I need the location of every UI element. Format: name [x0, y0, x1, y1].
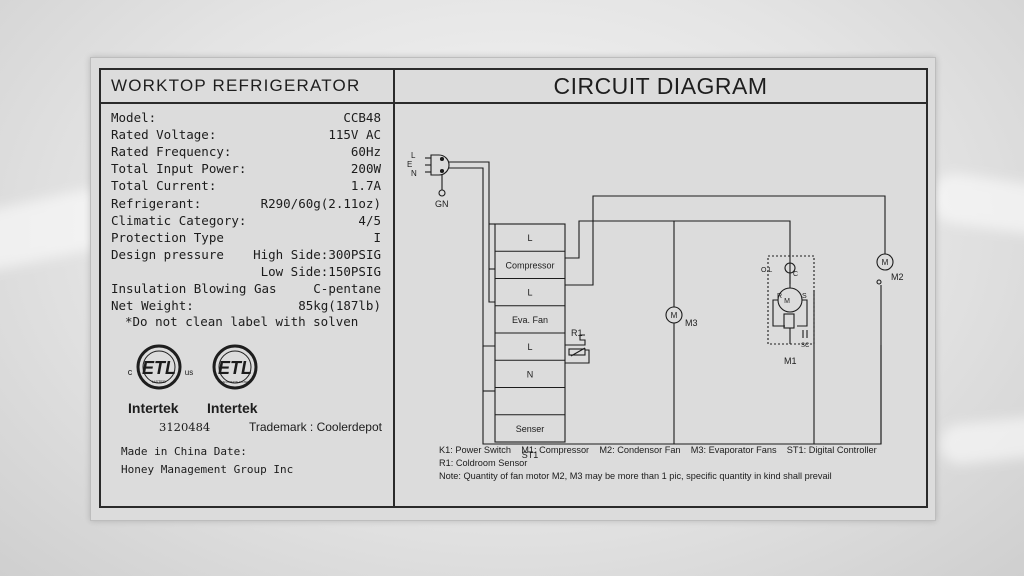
m2-label: M2 — [891, 272, 904, 282]
plug-e: E — [407, 160, 412, 169]
m3-symbol: M — [671, 311, 678, 320]
etl-listed-text: LISTED — [152, 379, 166, 384]
m3-label: M3 — [685, 318, 698, 328]
spec-row: Insulation Blowing Gas C-pentane — [101, 281, 393, 297]
spec-row: Model: CCB48 — [101, 110, 393, 126]
spec-row: Protection Type I — [101, 230, 393, 246]
spec-value: C-pentane — [313, 281, 381, 296]
spec-row: Total Input Power: 200W — [101, 161, 393, 177]
warning-note: *Do not clean label with solven — [125, 314, 359, 329]
product-title: WORKTOP REFRIGERATOR — [101, 70, 393, 104]
spec-row: Net Weight: 85kg(187lb) — [101, 298, 393, 314]
spec-label: Protection Type — [111, 229, 224, 245]
spec-row: Low Side:150PSIG — [101, 264, 393, 280]
spec-value: High Side:300PSIG — [253, 246, 381, 262]
spec-row: Total Current: 1.7A — [101, 178, 393, 194]
spec-value: I — [373, 229, 381, 245]
etl-mark-2: ETL — [218, 358, 252, 378]
legend-k1: K1: Power Switch — [439, 445, 511, 455]
etl-sanitation-text: SANITATION LISTED — [221, 380, 251, 384]
spec-value: 60Hz — [350, 144, 381, 160]
spec-value: 85kg(187lb) — [298, 298, 381, 314]
cert-number: 3120484 — [159, 420, 211, 434]
etl-logo: ETL LISTED c us — [119, 344, 199, 398]
controller-terminal-label: Senser — [516, 424, 545, 434]
s-label: S — [802, 293, 807, 300]
legend-m1: M1: Compressor — [521, 445, 590, 455]
controller-terminal-label: Compressor — [505, 260, 554, 270]
legend-m3: M3: Evaporator Fans — [690, 445, 777, 455]
spec-label: Refrigerant: — [111, 195, 202, 211]
spec-row: Climatic Category: 4/5 — [101, 213, 393, 229]
m2-symbol: M — [882, 258, 889, 267]
background-glare — [938, 413, 1024, 467]
legend-line-2: R1: Coldroom Sensor — [439, 458, 528, 468]
trademark: Trademark : Coolerdepot — [249, 420, 382, 434]
spec-label: Design pressure — [111, 246, 224, 262]
background-glare — [927, 170, 1024, 240]
spec-label: Model: — [111, 110, 157, 125]
power-plug — [425, 154, 450, 197]
etl-us: us — [185, 368, 193, 377]
controller-terminal-label: L — [527, 233, 532, 243]
c-label: C — [793, 271, 798, 278]
spec-row: Design pressure High Side:300PSIG — [101, 247, 393, 263]
condenser-fan-motor — [876, 253, 894, 271]
m1-symbol: M — [784, 298, 790, 305]
r-label: R — [777, 293, 782, 300]
diagram-panel: CIRCUIT DIAGRAM L E — [395, 70, 926, 506]
spec-label: Climatic Category: — [111, 212, 247, 228]
spec-value: 4/5 — [358, 212, 381, 228]
spec-row: Refrigerant: R290/60g(2.11oz) — [101, 196, 393, 212]
spec-row: Rated Frequency: 60Hz — [101, 144, 393, 160]
controller-terminal-label: L — [527, 342, 532, 352]
intertek-brand-1: Intertek — [128, 400, 179, 416]
plug-n: N — [411, 169, 417, 178]
plug-gn: GN — [435, 199, 449, 209]
etl-mark: ETL — [142, 358, 176, 378]
controller-terminal-label: L — [527, 288, 532, 298]
compressor-motor — [767, 255, 815, 345]
etl-sanitation-logo: ETL SANITATION LISTED — [205, 344, 265, 398]
spec-row: Rated Voltage: 115V AC — [101, 127, 393, 143]
m1-label: M1 — [784, 356, 797, 366]
coldroom-sensor — [565, 334, 590, 364]
company-name: Honey Management Group Inc — [121, 463, 294, 476]
sensor-label: R1 — [571, 328, 583, 338]
spec-value: 1.7A — [350, 178, 381, 194]
spec-label: Rated Voltage: — [111, 127, 217, 143]
intertek-brand-2: Intertek — [207, 400, 258, 416]
controller-terminal-label: Eva. Fan — [512, 315, 548, 325]
controller-terminal-label: N — [527, 369, 534, 379]
spec-label: Insulation Blowing Gas — [111, 281, 277, 296]
spec-label: Net Weight: — [111, 298, 194, 314]
legend-note: Note: Quantity of fan motor M2, M3 may b… — [439, 471, 832, 481]
spec-label: Total Input Power: — [111, 161, 247, 177]
legend-st1: ST1: Digital Controller — [786, 445, 877, 455]
ol-label: O.L — [761, 267, 772, 274]
spec-value: 200W — [350, 161, 381, 177]
plug-l: L — [411, 151, 416, 160]
spec-value: CCB48 — [343, 110, 381, 125]
controller-label: ST1 — [522, 450, 539, 460]
spec-label: Rated Frequency: — [111, 144, 232, 160]
etl-c: c — [128, 367, 133, 377]
diagram-title: CIRCUIT DIAGRAM — [395, 70, 926, 104]
legend-line-1: K1: Power Switch M1: Compressor M2: Cond… — [439, 445, 877, 455]
made-in: Made in China Date: — [121, 445, 247, 458]
spec-label: Total Current: — [111, 178, 217, 194]
spec-value: R290/60g(2.11oz) — [260, 195, 381, 211]
sc-label: SC — [801, 343, 810, 349]
spec-value: 115V AC — [328, 127, 381, 143]
legend-m2: M2: Condensor Fan — [599, 445, 681, 455]
spec-value: Low Side:150PSIG — [260, 263, 381, 279]
